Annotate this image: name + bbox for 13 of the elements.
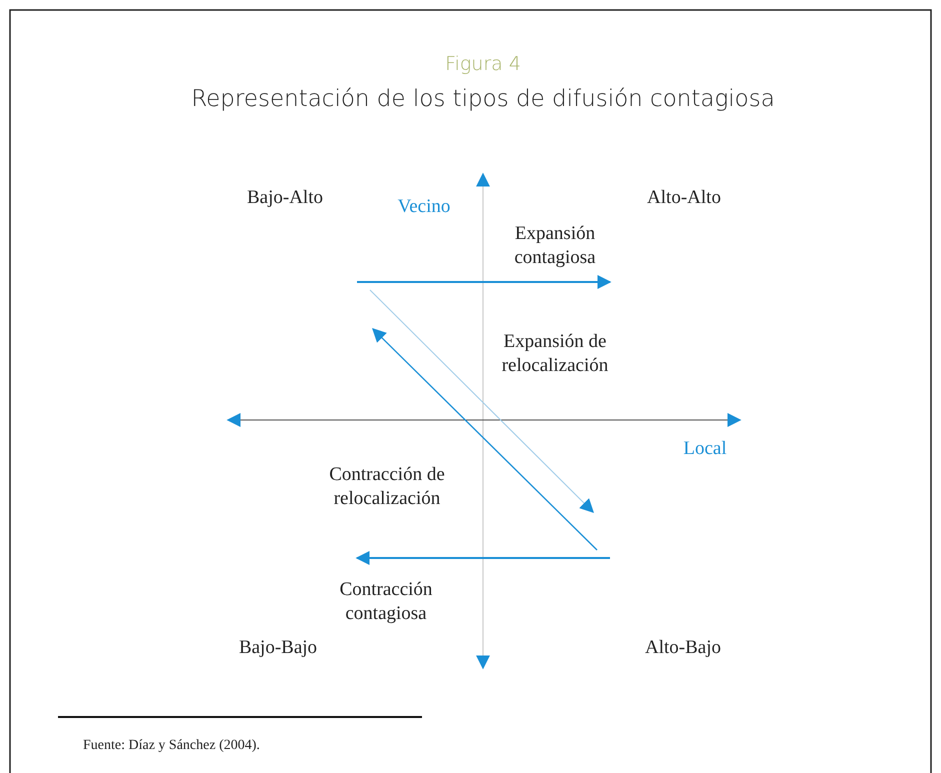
quadrant-label: Alto-Bajo xyxy=(645,636,721,660)
axis-label: Vecino xyxy=(398,195,450,219)
source-note: Fuente: Díaz y Sánchez (2004). xyxy=(83,737,260,755)
arrow-label: Expansión contagiosa xyxy=(513,222,597,270)
axis-label: Local xyxy=(683,437,727,461)
quadrant-label: Alto-Alto xyxy=(647,186,721,210)
arrow-label: Contracción contagiosa xyxy=(338,578,434,626)
quadrant-label: Bajo-Bajo xyxy=(238,636,318,660)
figure-number: Figura 4 xyxy=(445,52,521,76)
quadrant-label: Bajo-Alto xyxy=(247,186,323,210)
figure-title: Representación de los tipos de difusión contagiosa xyxy=(191,85,775,114)
arrow-label: Contracción de relocalización xyxy=(328,463,446,511)
arrow-label: Expansión de relocalización xyxy=(500,330,610,378)
